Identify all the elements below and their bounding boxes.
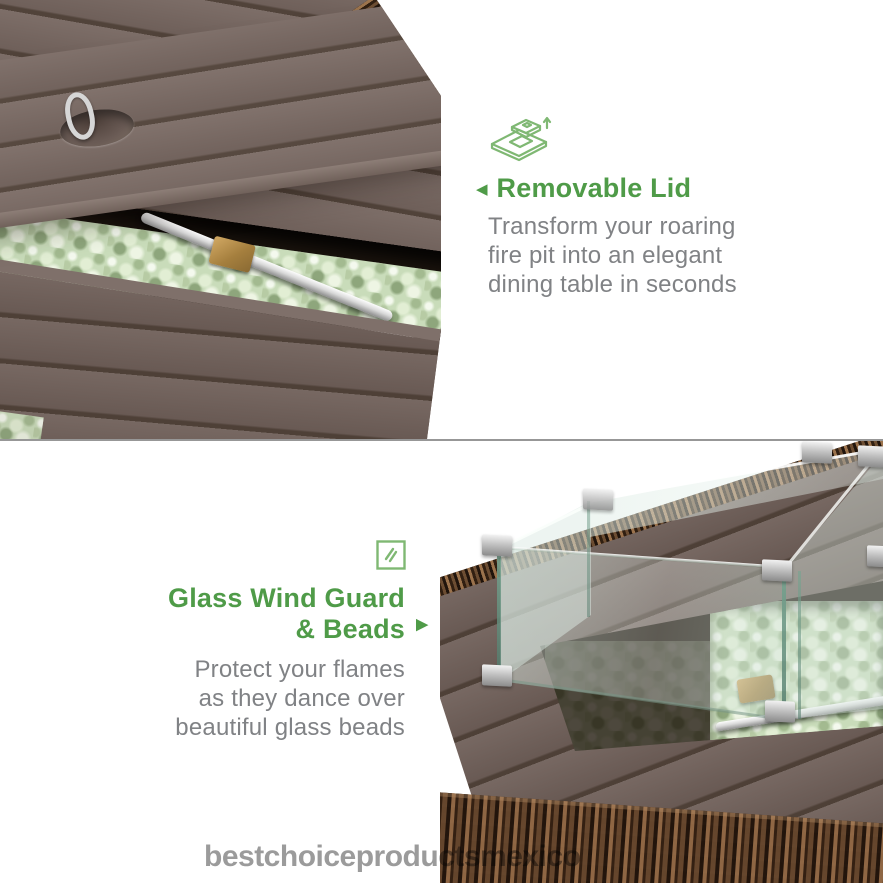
removable-lid-photo — [0, 0, 441, 439]
glass-corner-post — [587, 501, 590, 617]
corner-bracket — [765, 700, 795, 723]
description-line: Transform your roaring — [488, 213, 736, 240]
left-arrow-icon: ◀ — [476, 180, 488, 198]
description-line: Protect your flames — [194, 656, 405, 683]
feature-title: Removable Lid — [496, 173, 692, 203]
description-line: as they dance over — [198, 685, 405, 712]
feature-wind-guard-heading: Glass Wind Guard & Beads ▶ — [80, 583, 428, 645]
corner-bracket — [858, 445, 883, 468]
watermark: bestchoiceproductsmexico — [204, 840, 581, 873]
feature-title-text: & Beads — [295, 614, 405, 644]
glass-corner-post — [798, 571, 801, 719]
feature-title-line: & Beads ▶ — [295, 614, 428, 645]
glass-pane-icon — [376, 540, 406, 570]
wind-guard-photo — [440, 441, 883, 883]
feature-title-line: Glass Wind Guard — [168, 583, 405, 613]
section-divider — [0, 439, 883, 441]
feature-wind-guard-description: Protect your flames as they dance over b… — [80, 655, 405, 742]
corner-bracket — [802, 441, 832, 464]
lid-lift-icon — [490, 116, 552, 162]
feature-removable-lid-description: Transform your roaring fire pit into an … — [488, 212, 737, 299]
description-line: dining table in seconds — [488, 271, 737, 298]
description-line: fire pit into an elegant — [488, 242, 723, 269]
corner-bracket — [867, 545, 883, 568]
corner-bracket — [482, 534, 512, 557]
glass-corner-post — [782, 568, 786, 718]
corner-bracket — [762, 559, 792, 582]
description-line: beautiful glass beads — [175, 714, 405, 741]
right-arrow-icon: ▶ — [416, 616, 428, 633]
corner-bracket — [583, 488, 613, 511]
corner-bracket — [482, 664, 512, 687]
feature-removable-lid-heading: ◀ Removable Lid — [476, 173, 691, 204]
glass-corner-post — [497, 548, 501, 682]
